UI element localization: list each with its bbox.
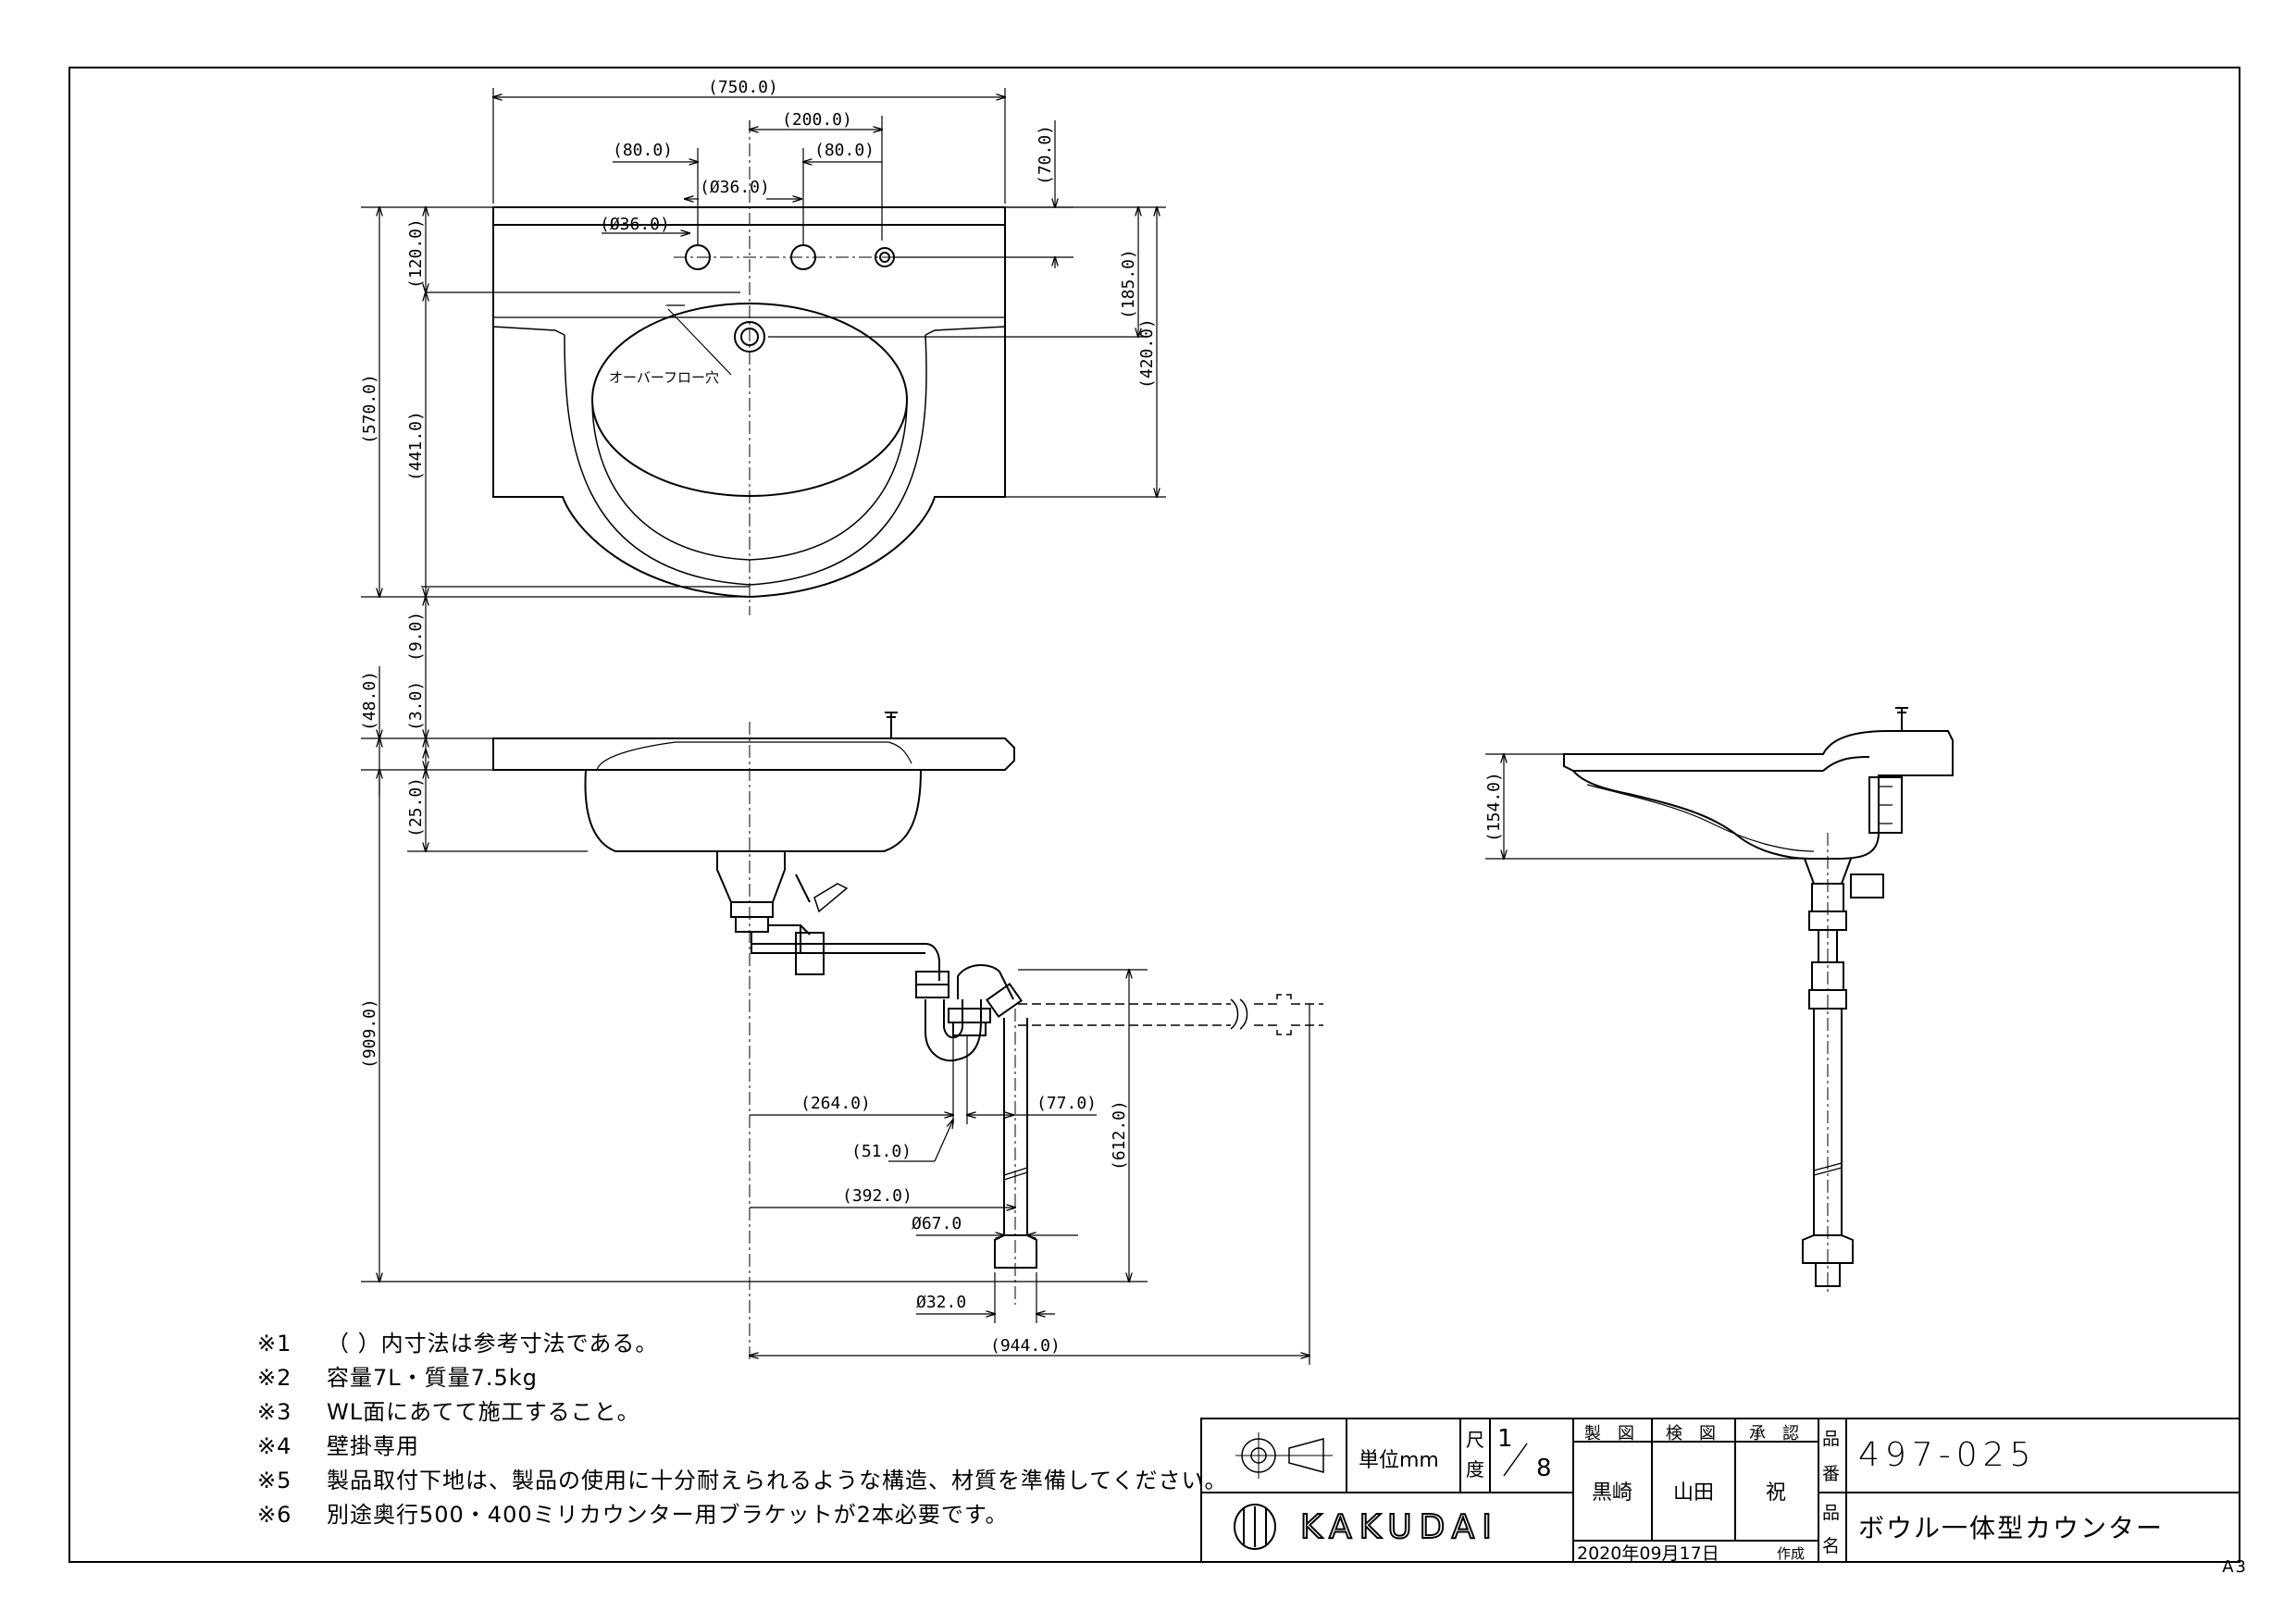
- note-4-num: ※4: [257, 1433, 292, 1459]
- dim-right-hole-offset: (80.0): [814, 141, 875, 160]
- note-2-num: ※2: [257, 1365, 292, 1391]
- note-2-text: 容量7L・質量7.5kg: [327, 1365, 538, 1391]
- sheet-border: [68, 67, 2240, 1563]
- note-3-text: WL面にあてて施工すること。: [327, 1399, 640, 1425]
- side-view: [1563, 707, 1954, 1287]
- checked-by: 山田: [1673, 1481, 1715, 1505]
- note-5-num: ※5: [257, 1468, 292, 1493]
- note-3-num: ※3: [257, 1399, 292, 1425]
- dimension-labels: (750.0) (200.0) (80.0) (80.0) (Ø36.0) (Ø…: [360, 78, 1504, 1356]
- drawn-by: 黒崎: [1592, 1481, 1633, 1505]
- drawing-date: 2020年09月17日: [1577, 1543, 1719, 1564]
- brand-name: KAKUDAI: [1299, 1507, 1499, 1547]
- dim-drain-offset: (392.0): [842, 1186, 912, 1206]
- dim-trap-to-pipe: (77.0): [1036, 1094, 1097, 1113]
- dim-overflow-depth: (185.0): [1119, 249, 1138, 319]
- part-name: ボウル一体型カウンター: [1858, 1513, 2165, 1543]
- part-no-label-1: 品: [1822, 1429, 1841, 1449]
- part-no-label-2: 番: [1822, 1464, 1841, 1484]
- dim-total-depth: (570.0): [360, 374, 379, 444]
- dim-drain-dia: Ø67.0: [912, 1214, 962, 1233]
- dim-rim-thickness: (3.0): [406, 681, 426, 731]
- scale-denominator: 8: [1536, 1455, 1552, 1482]
- front-dimension-lines: [361, 597, 1309, 1365]
- side-dimension-lines: [1485, 754, 1809, 859]
- dim-rim-overhang: (9.0): [406, 612, 426, 662]
- note-1-num: ※1: [257, 1331, 292, 1357]
- front-elevation: [492, 712, 1037, 1269]
- dim-top-width: (750.0): [708, 78, 778, 97]
- note-6-text: 別途奥行500・400ミリカウンター用ブラケットが2本必要です。: [327, 1502, 1009, 1528]
- dim-hole-to-back: (70.0): [1036, 125, 1055, 185]
- dim-trap-gap: (51.0): [851, 1142, 912, 1161]
- part-number: 497-025: [1858, 1436, 2037, 1474]
- note-3: ※3 WL面にあてて施工すること。: [257, 1394, 640, 1426]
- approved-label: 承 認: [1749, 1424, 1799, 1443]
- wall-pipe: [1018, 994, 1323, 1035]
- dim-hole-dia-left: (Ø36.0): [600, 215, 670, 234]
- scale-label-2: 度: [1466, 1458, 1484, 1481]
- part-name-label-2: 名: [1822, 1536, 1841, 1556]
- dim-side-height: (154.0): [1484, 772, 1504, 842]
- dim-bowl-height: (25.0): [406, 777, 426, 837]
- dim-faucet-span: (200.0): [782, 110, 852, 130]
- dim-hole-dia-top: (Ø36.0): [700, 178, 770, 197]
- scale-label-1: 尺: [1466, 1429, 1484, 1451]
- dim-trap-offset: (264.0): [800, 1094, 871, 1113]
- dim-basin-depth: (420.0): [1137, 318, 1157, 389]
- note-6-num: ※6: [257, 1502, 292, 1528]
- created-label: 作成: [1777, 1545, 1806, 1562]
- title-block: [1200, 1418, 2240, 1563]
- note-1: ※1 （ ）内寸法は参考寸法である。: [257, 1325, 658, 1357]
- break-marks: [1230, 998, 1248, 1030]
- plan-dimension-lines: [361, 88, 1166, 597]
- front-centerlines: [749, 722, 1016, 1360]
- note-5-text: 製品取付下地は、製品の使用に十分耐えられるような構造、材質を準備してください。: [327, 1468, 1228, 1493]
- part-name-label-1: 品: [1822, 1503, 1841, 1523]
- drawn-label: 製 図: [1584, 1424, 1634, 1443]
- dim-top-thickness: (48.0): [360, 671, 379, 731]
- plan-centerlines: [674, 120, 912, 615]
- dim-drain-height: (612.0): [1110, 1100, 1129, 1171]
- dim-left-hole-offset: (80.0): [613, 141, 673, 160]
- checked-label: 検 図: [1666, 1424, 1716, 1443]
- overflow-hole-label: オーバーフロー穴: [609, 369, 719, 386]
- sheet-size: A3: [2222, 1557, 2248, 1577]
- scale-numerator: 1: [1497, 1425, 1513, 1453]
- dim-total-width: (944.0): [990, 1336, 1061, 1356]
- dim-floor-height: (909.0): [360, 998, 379, 1069]
- dim-bowl-depth: (441.0): [406, 411, 426, 481]
- note-6: ※6 別途奥行500・400ミリカウンター用ブラケットが2本必要です。: [257, 1496, 1009, 1529]
- note-2: ※2 容量7L・質量7.5kg: [257, 1359, 538, 1392]
- unit-label: 単位mm: [1359, 1449, 1439, 1472]
- dim-front-edge: (120.0): [406, 218, 426, 289]
- note-1-text: （ ）内寸法は参考寸法である。: [327, 1331, 659, 1357]
- note-4-text: 壁掛専用: [327, 1433, 419, 1459]
- note-5: ※5 製品取付下地は、製品の使用に十分耐えられるような構造、材質を準備してください…: [257, 1462, 1228, 1494]
- note-4: ※4 壁掛専用: [257, 1428, 419, 1460]
- approved-by: 祝: [1766, 1481, 1787, 1505]
- dim-pipe-dia: Ø32.0: [916, 1293, 966, 1312]
